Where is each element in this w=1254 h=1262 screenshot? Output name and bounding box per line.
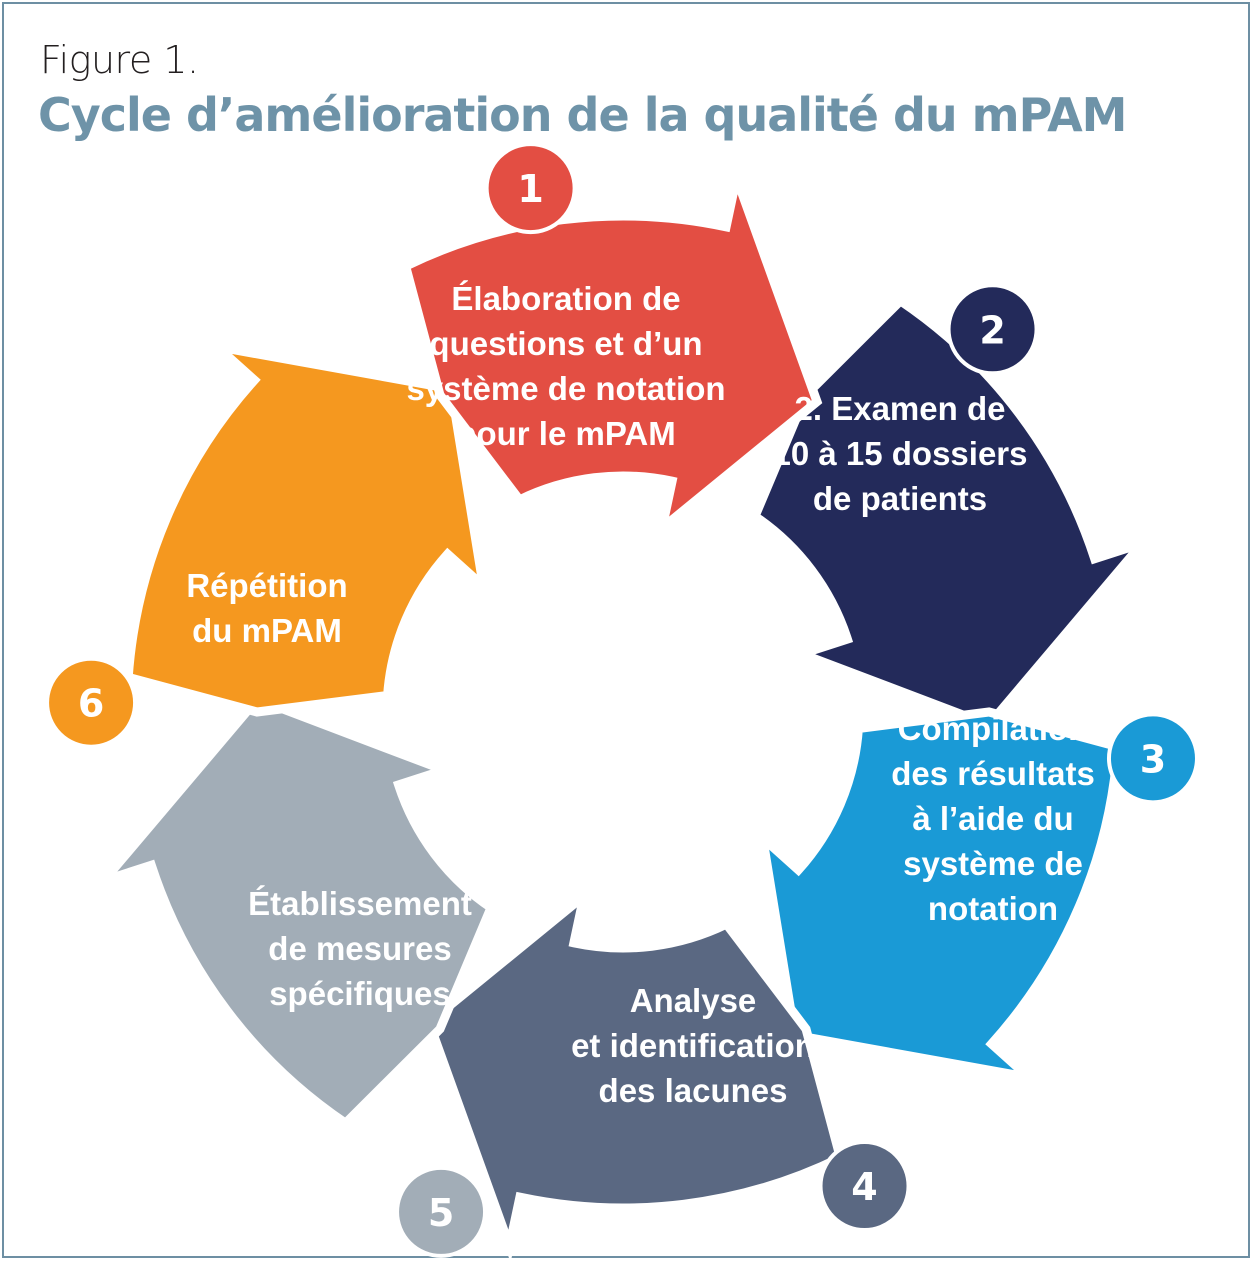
step-label-line: à l’aide du xyxy=(912,800,1073,837)
step-number: 3 xyxy=(1140,737,1166,781)
step-label-4: Analyse et identification des lacunes xyxy=(571,982,815,1109)
step-number: 5 xyxy=(428,1191,454,1235)
step-label-line: de patients xyxy=(813,480,987,517)
badge-circle xyxy=(1106,712,1199,805)
badge-circle xyxy=(395,1165,488,1258)
step-badge-3: 3 xyxy=(1106,712,1199,805)
step-label-line: du mPAM xyxy=(192,612,342,649)
step-label-3: Compilation des résultats à l’aide du systè… xyxy=(891,710,1095,927)
step-label-line: des résultats xyxy=(891,755,1095,792)
arrow-step-5 xyxy=(90,693,497,1130)
step-label-line: de mesures xyxy=(268,930,451,967)
step-badge-1: 1 xyxy=(484,142,577,235)
step-label-line: Répétition xyxy=(186,567,347,604)
step-badge-5: 5 xyxy=(395,1165,488,1258)
step-label-line: Compilation xyxy=(898,710,1089,747)
step-label-line: Élaboration de xyxy=(451,280,680,317)
step-badges: 1 2 3 4 5 6 xyxy=(45,142,1199,1258)
step-label-line: 10 à 15 dossiers xyxy=(772,435,1027,472)
step-label-6: Répétition du mPAM xyxy=(186,567,347,649)
step-label-line: Établissement xyxy=(248,885,472,922)
step-label-5: Établissement de mesures spécifiques xyxy=(248,885,472,1012)
step-label-line: et identification xyxy=(571,1027,815,1064)
arrow-step-1 xyxy=(400,161,823,540)
step-badge-2: 2 xyxy=(946,283,1039,376)
step-number: 2 xyxy=(979,308,1005,352)
step-label-line: Analyse xyxy=(630,982,757,1019)
figure-label: Figure 1. xyxy=(40,38,199,82)
step-number: 6 xyxy=(78,682,104,726)
step-labels: Élaboration de questions et d’un système d… xyxy=(186,280,1094,1109)
step-label-line: système de xyxy=(903,845,1083,882)
badge-circle xyxy=(484,142,577,235)
cycle-arrows xyxy=(90,161,1156,1262)
step-badge-6: 6 xyxy=(45,656,138,749)
arrow-step-3 xyxy=(756,707,1123,1085)
step-label-line: 2. Examen de xyxy=(795,390,1006,427)
step-label-line: spécifiques xyxy=(269,975,451,1012)
step-number: 1 xyxy=(517,167,543,211)
badge-circle xyxy=(818,1140,911,1233)
step-label-line: notation xyxy=(928,890,1058,927)
step-number: 4 xyxy=(851,1165,877,1209)
arrow-step-4 xyxy=(423,884,846,1262)
step-label-line: pour le mPAM xyxy=(456,415,675,452)
step-label-2: 2. Examen de 10 à 15 dossiers de patients xyxy=(772,390,1027,517)
step-label-line: des lacunes xyxy=(599,1072,788,1109)
arrow-step-6 xyxy=(123,339,490,717)
step-label-1: Élaboration de questions et d’un système d… xyxy=(406,280,725,452)
badge-circle xyxy=(946,283,1039,376)
step-badge-4: 4 xyxy=(818,1140,911,1233)
figure-title: Cycle d’amélioration de la qualité du mP… xyxy=(38,88,1127,142)
badge-circle xyxy=(45,656,138,749)
step-label-line: questions et d’un xyxy=(429,325,702,362)
step-label-line: système de notation xyxy=(406,370,725,407)
